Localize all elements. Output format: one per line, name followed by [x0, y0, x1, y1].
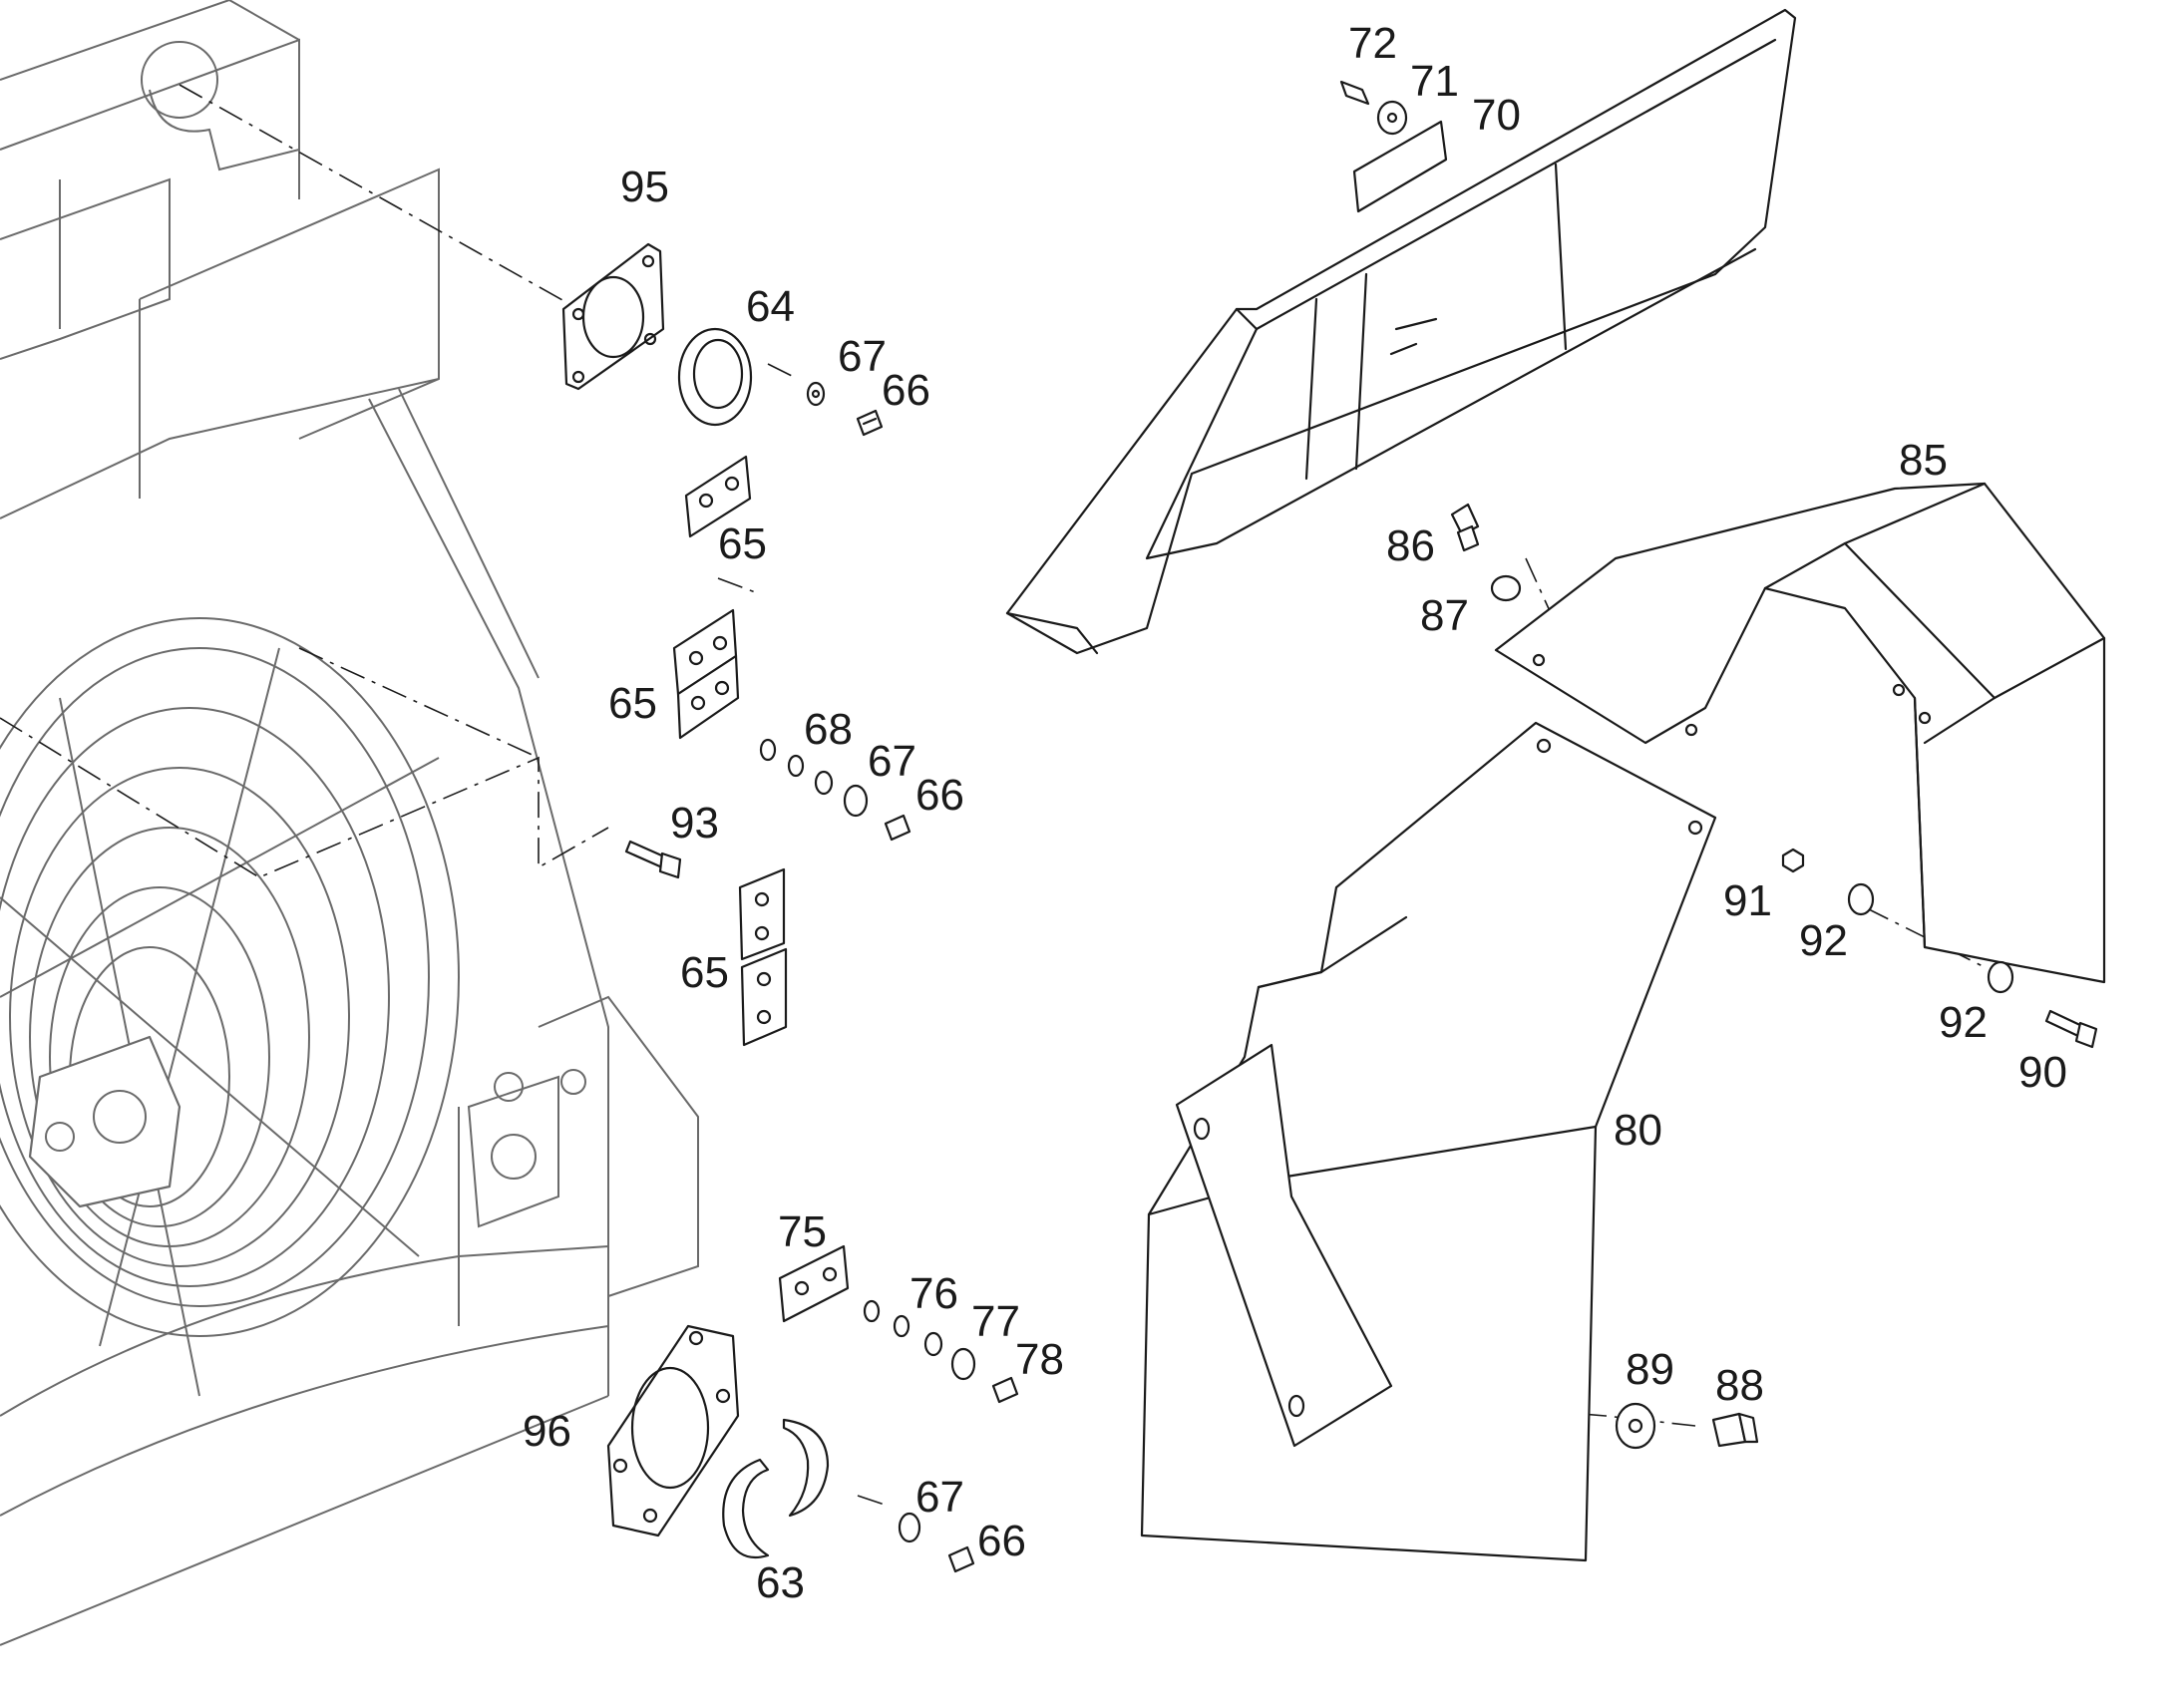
- callout-66: 66: [882, 366, 930, 415]
- callout-65: 65: [718, 519, 767, 568]
- callout-67: 67: [838, 332, 887, 381]
- callout-64: 64: [746, 282, 795, 331]
- part-70-support-beam: [1005, 8, 1797, 655]
- callout-91: 91: [1723, 876, 1772, 925]
- fan-guard: [0, 617, 460, 1397]
- callout-96: 96: [523, 1407, 571, 1456]
- callout-66: 66: [915, 771, 964, 820]
- callout-85: 85: [1899, 436, 1948, 485]
- callout-67: 67: [868, 737, 916, 786]
- part-95-flange-plate: [561, 242, 665, 391]
- callout-70: 70: [1472, 91, 1521, 140]
- fan-housing-frame: [0, 0, 699, 1646]
- callout-65: 65: [608, 679, 657, 728]
- part-85-fender-guard: [1494, 482, 2106, 984]
- callout-66: 66: [977, 1517, 1026, 1565]
- callout-93: 93: [670, 799, 719, 848]
- callout-88: 88: [1715, 1361, 1764, 1410]
- callout-92: 92: [1799, 916, 1848, 965]
- callout-92: 92: [1939, 998, 1988, 1047]
- part-80-side-flap: [1175, 1043, 1393, 1448]
- part-64-sealing-ring: [677, 327, 753, 427]
- callout-63: 63: [756, 1558, 805, 1607]
- part-96-mounting-flange: [606, 1324, 740, 1537]
- callout-68: 68: [804, 705, 853, 754]
- callout-86: 86: [1386, 521, 1435, 570]
- callout-76: 76: [909, 1269, 958, 1318]
- callout-71: 71: [1410, 57, 1459, 106]
- callout-77: 77: [971, 1297, 1020, 1346]
- callout-67: 67: [915, 1473, 964, 1522]
- callout-89: 89: [1626, 1345, 1674, 1394]
- callout-90: 90: [2018, 1048, 2067, 1097]
- callout-95: 95: [620, 163, 669, 211]
- callout-80: 80: [1614, 1106, 1662, 1155]
- callout-65: 65: [680, 948, 729, 997]
- callout-72: 72: [1348, 19, 1397, 68]
- callout-labels: 95 64 67 66 65 65 68 67 66 93 65 75 76 7…: [523, 19, 2067, 1607]
- callout-75: 75: [778, 1207, 827, 1256]
- callout-78: 78: [1015, 1335, 1064, 1384]
- callout-87: 87: [1420, 591, 1469, 640]
